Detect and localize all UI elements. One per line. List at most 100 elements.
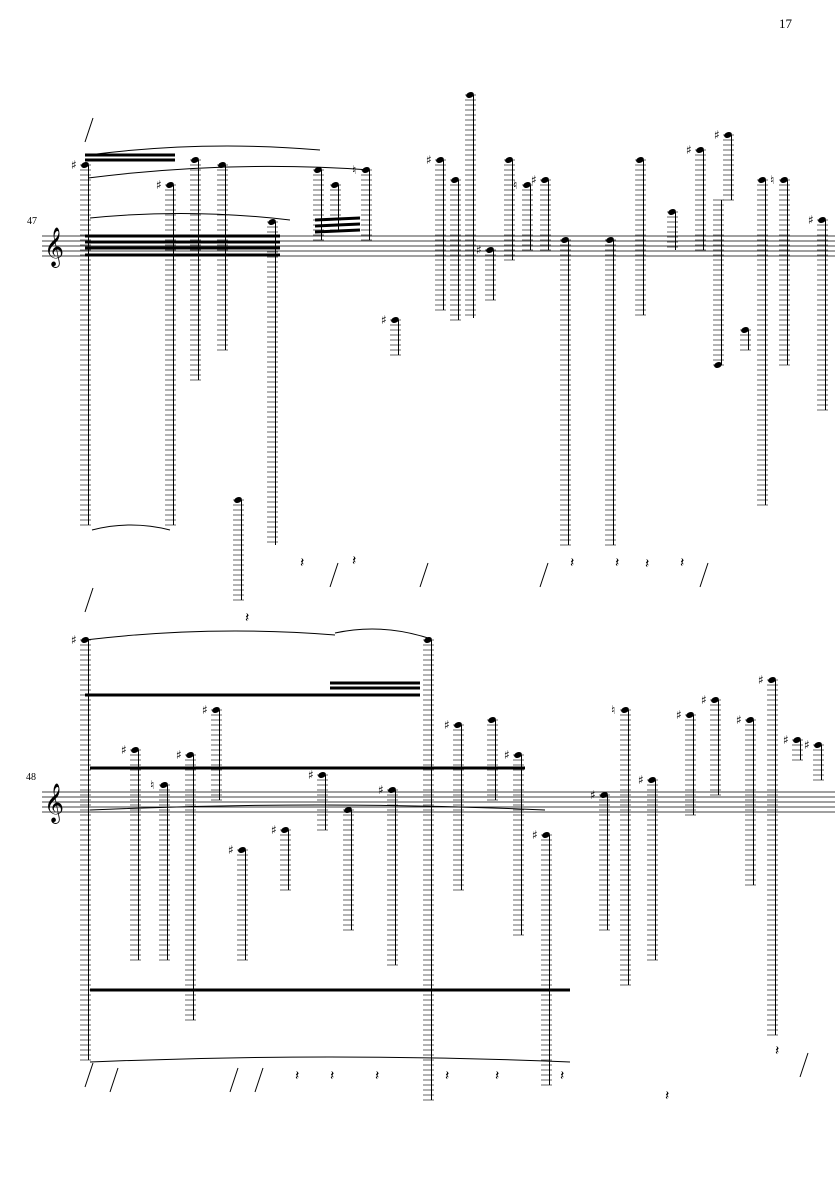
rest-icon: 𝄽 — [680, 555, 684, 571]
note — [313, 167, 324, 241]
sharp-icon: ♯ — [638, 773, 644, 787]
sharp-icon: ♯ — [804, 738, 810, 752]
measure-number-48: 48 — [26, 772, 36, 783]
sharp-icon: ♯ — [271, 823, 277, 837]
sharp-icon: ♯ — [701, 693, 707, 707]
tremolo-icon — [799, 1052, 809, 1078]
note — [740, 327, 751, 351]
natural-icon: ♮ — [770, 173, 774, 187]
tremolo-icon — [229, 1067, 239, 1093]
measure-number-47: 47 — [27, 216, 37, 227]
slur-icon — [84, 630, 336, 641]
rest-icon: 𝄽 — [352, 553, 356, 569]
rest-icon: 𝄽 — [495, 1068, 499, 1084]
slur-icon — [89, 804, 546, 811]
sharp-icon: ♯ — [476, 243, 482, 257]
rest-icon: 𝄽 — [330, 1068, 334, 1084]
note: ♯ — [532, 828, 552, 1086]
tremolo-icon — [109, 1067, 119, 1093]
note — [757, 177, 768, 506]
sharp-icon: ♯ — [426, 153, 432, 167]
note: ♯ — [308, 768, 328, 831]
rest-icon: 𝄽 — [445, 1068, 449, 1084]
sharp-icon: ♯ — [532, 828, 538, 842]
sharp-icon: ♯ — [121, 743, 127, 757]
note — [267, 219, 278, 545]
note: ♯ — [381, 313, 401, 356]
note — [233, 497, 244, 601]
note: ♯ — [504, 748, 524, 936]
note: ♯ — [228, 843, 248, 961]
note: ♯ — [271, 823, 291, 891]
sharp-icon: ♯ — [590, 788, 596, 802]
sharp-icon: ♯ — [676, 708, 682, 722]
rest-icon: 𝄽 — [300, 555, 304, 571]
rest-icon: 𝄽 — [560, 1068, 564, 1084]
sharp-icon: ♯ — [444, 718, 450, 732]
note: ♯ — [804, 738, 824, 781]
natural-icon: ♮ — [352, 163, 356, 177]
note: ♯ — [476, 243, 496, 301]
sharp-icon: ♯ — [228, 843, 234, 857]
rest-icon: 𝄽 — [375, 1068, 379, 1084]
sharp-icon: ♯ — [71, 633, 77, 647]
note — [487, 717, 498, 801]
sharp-icon: ♯ — [381, 313, 387, 327]
note — [330, 182, 341, 231]
sharp-icon: ♯ — [531, 173, 537, 187]
sharp-icon: ♯ — [71, 158, 77, 172]
sharp-icon: ♯ — [783, 733, 789, 747]
tremolo-icon — [419, 562, 429, 588]
slur-icon — [91, 524, 171, 531]
note: ♯ — [71, 633, 91, 1061]
sharp-icon: ♯ — [686, 143, 692, 157]
beam — [314, 222, 361, 228]
slur-icon — [89, 212, 291, 221]
sharp-icon: ♯ — [758, 673, 764, 687]
sharp-icon: ♯ — [202, 703, 208, 717]
note — [465, 92, 476, 318]
beam — [314, 216, 361, 222]
staff-system-48 — [42, 791, 835, 813]
tremolo-icon — [539, 562, 549, 588]
sharp-icon: ♯ — [504, 748, 510, 762]
rest-icon: 𝄽 — [570, 555, 574, 571]
note: ♯ — [638, 773, 658, 961]
note — [605, 237, 616, 546]
slur-icon — [334, 628, 429, 639]
note: ♯ — [714, 128, 734, 201]
sharp-icon: ♯ — [308, 768, 314, 782]
note: ♯ — [531, 173, 551, 251]
rest-icon: 𝄽 — [295, 1068, 299, 1084]
rest-icon: 𝄽 — [245, 610, 249, 626]
sharp-icon: ♯ — [714, 128, 720, 142]
treble-clef-icon: 𝄞 — [44, 783, 64, 824]
note — [504, 157, 515, 261]
slurs-layer — [84, 145, 571, 1063]
natural-icon: ♮ — [611, 703, 615, 717]
note: ♮ — [150, 778, 170, 961]
slur-icon — [87, 165, 371, 179]
note: ♮ — [611, 703, 631, 986]
sharp-icon: ♯ — [736, 713, 742, 727]
natural-icon: ♮ — [513, 178, 517, 192]
note: ♯ — [444, 718, 464, 891]
note: ♯ — [156, 178, 176, 526]
rest-icon: 𝄽 — [615, 555, 619, 571]
note — [713, 199, 724, 368]
note — [450, 177, 461, 321]
beam — [314, 228, 361, 234]
note: ♯ — [176, 748, 196, 1021]
note: ♯ — [736, 713, 756, 886]
note: ♮ — [770, 173, 790, 366]
sharp-icon: ♯ — [808, 213, 814, 227]
note: ♯ — [378, 783, 398, 966]
note: ♯ — [676, 708, 696, 816]
note: ♯ — [758, 673, 778, 1036]
note: ♮ — [352, 163, 372, 241]
sharp-icon: ♯ — [378, 783, 384, 797]
note: ♯ — [808, 213, 828, 411]
beams-layer — [85, 153, 570, 992]
note — [217, 162, 228, 351]
